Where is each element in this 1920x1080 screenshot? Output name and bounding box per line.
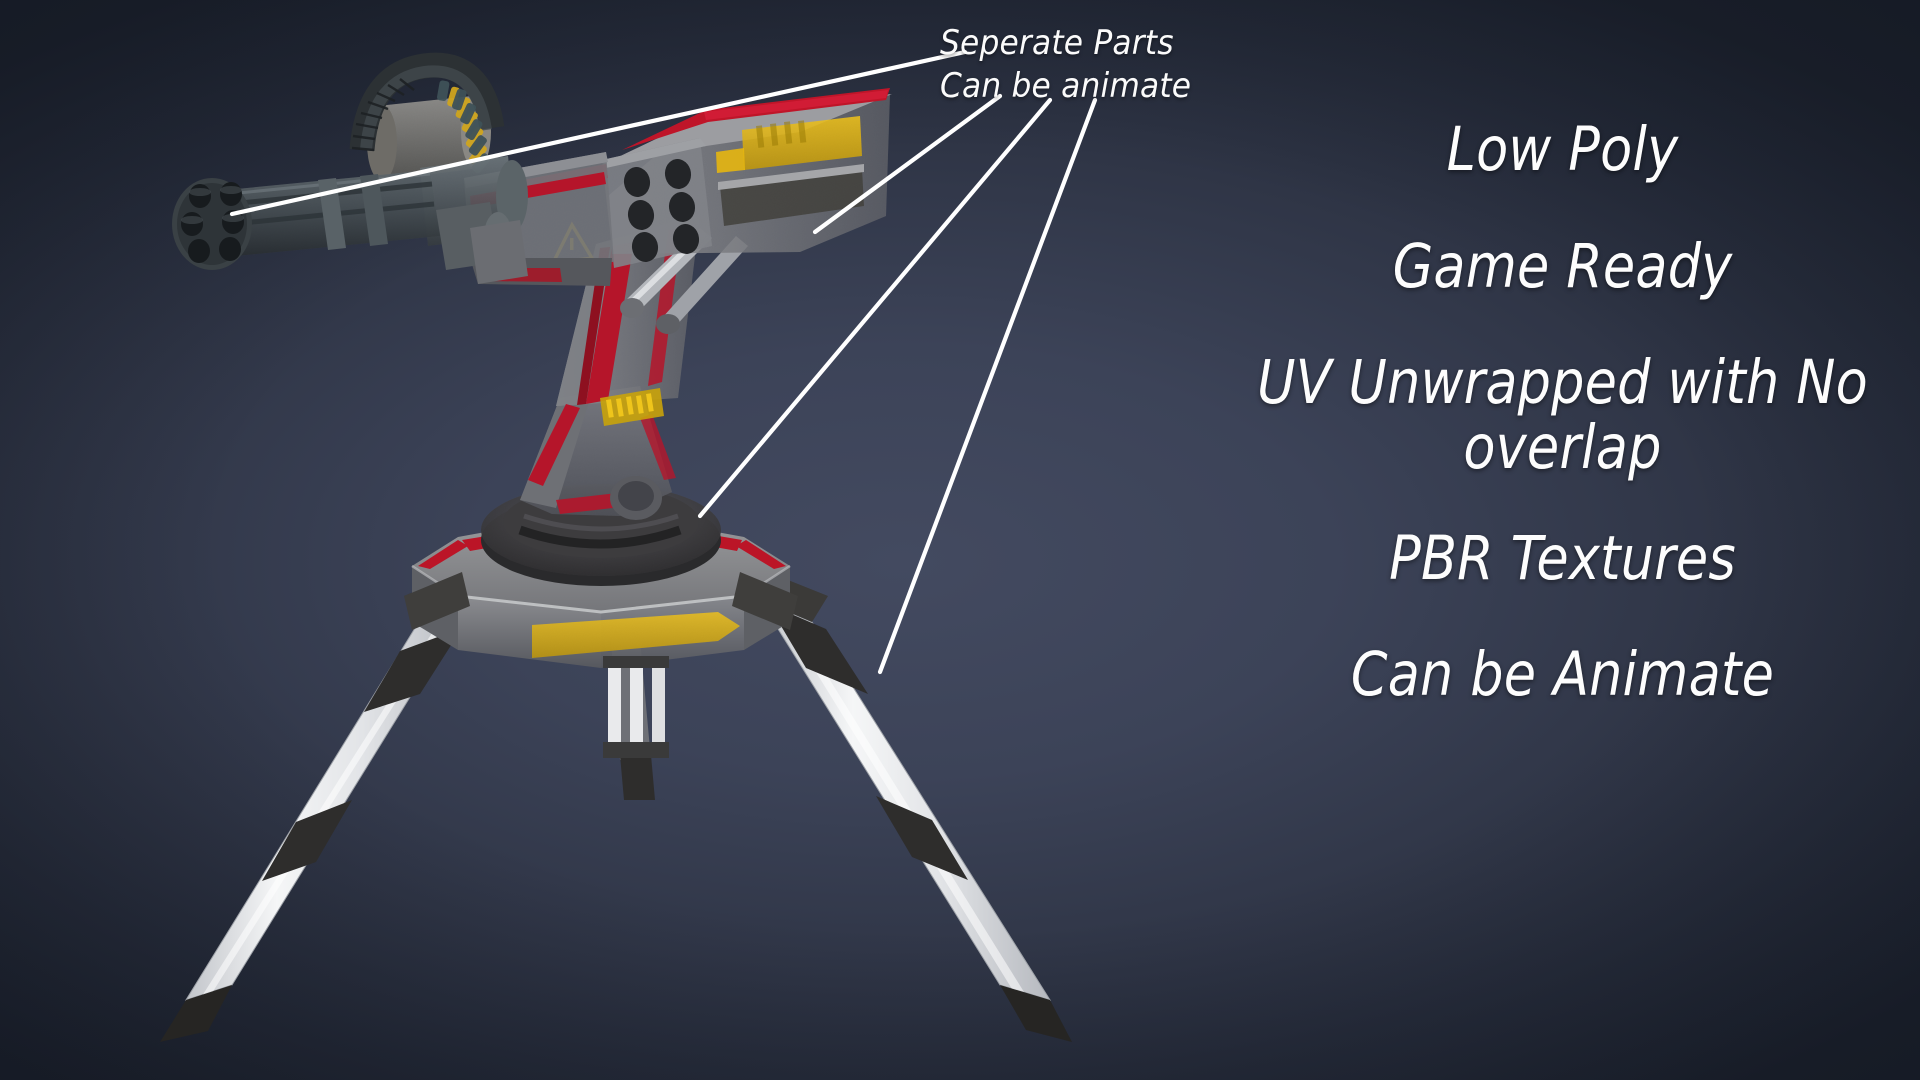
feature-item-can-be-animate: Can be Animate bbox=[1350, 639, 1775, 711]
feature-item-low-poly: Low Poly bbox=[1446, 114, 1679, 185]
base-posts bbox=[603, 656, 669, 758]
callout-line-1: Seperate Parts bbox=[940, 23, 1174, 63]
gatling-gun bbox=[172, 156, 528, 284]
leader-line-housing bbox=[812, 93, 1003, 235]
leader-line-turntable bbox=[697, 97, 1053, 519]
callout-line-2: Can be animate bbox=[940, 65, 1192, 106]
rocket-pod-tubes bbox=[623, 159, 700, 262]
feature-item-uv-unwrapped: UV Unwrapped with No overlap bbox=[1257, 347, 1868, 483]
belt-cartridges bbox=[437, 80, 491, 174]
callout-text: Seperate Parts Can be animate bbox=[940, 22, 1191, 107]
ammo-belt bbox=[349, 52, 505, 174]
leg-left bbox=[160, 576, 472, 1042]
leader-line-leg bbox=[877, 97, 1098, 675]
feature-item-pbr-textures: PBR Textures bbox=[1389, 522, 1736, 594]
leader-line-gun bbox=[229, 49, 968, 217]
feature-item-game-ready: Game Ready bbox=[1392, 230, 1733, 302]
feature-list: Low Poly Game Ready UV Unwrapped with No… bbox=[1205, 114, 1920, 711]
